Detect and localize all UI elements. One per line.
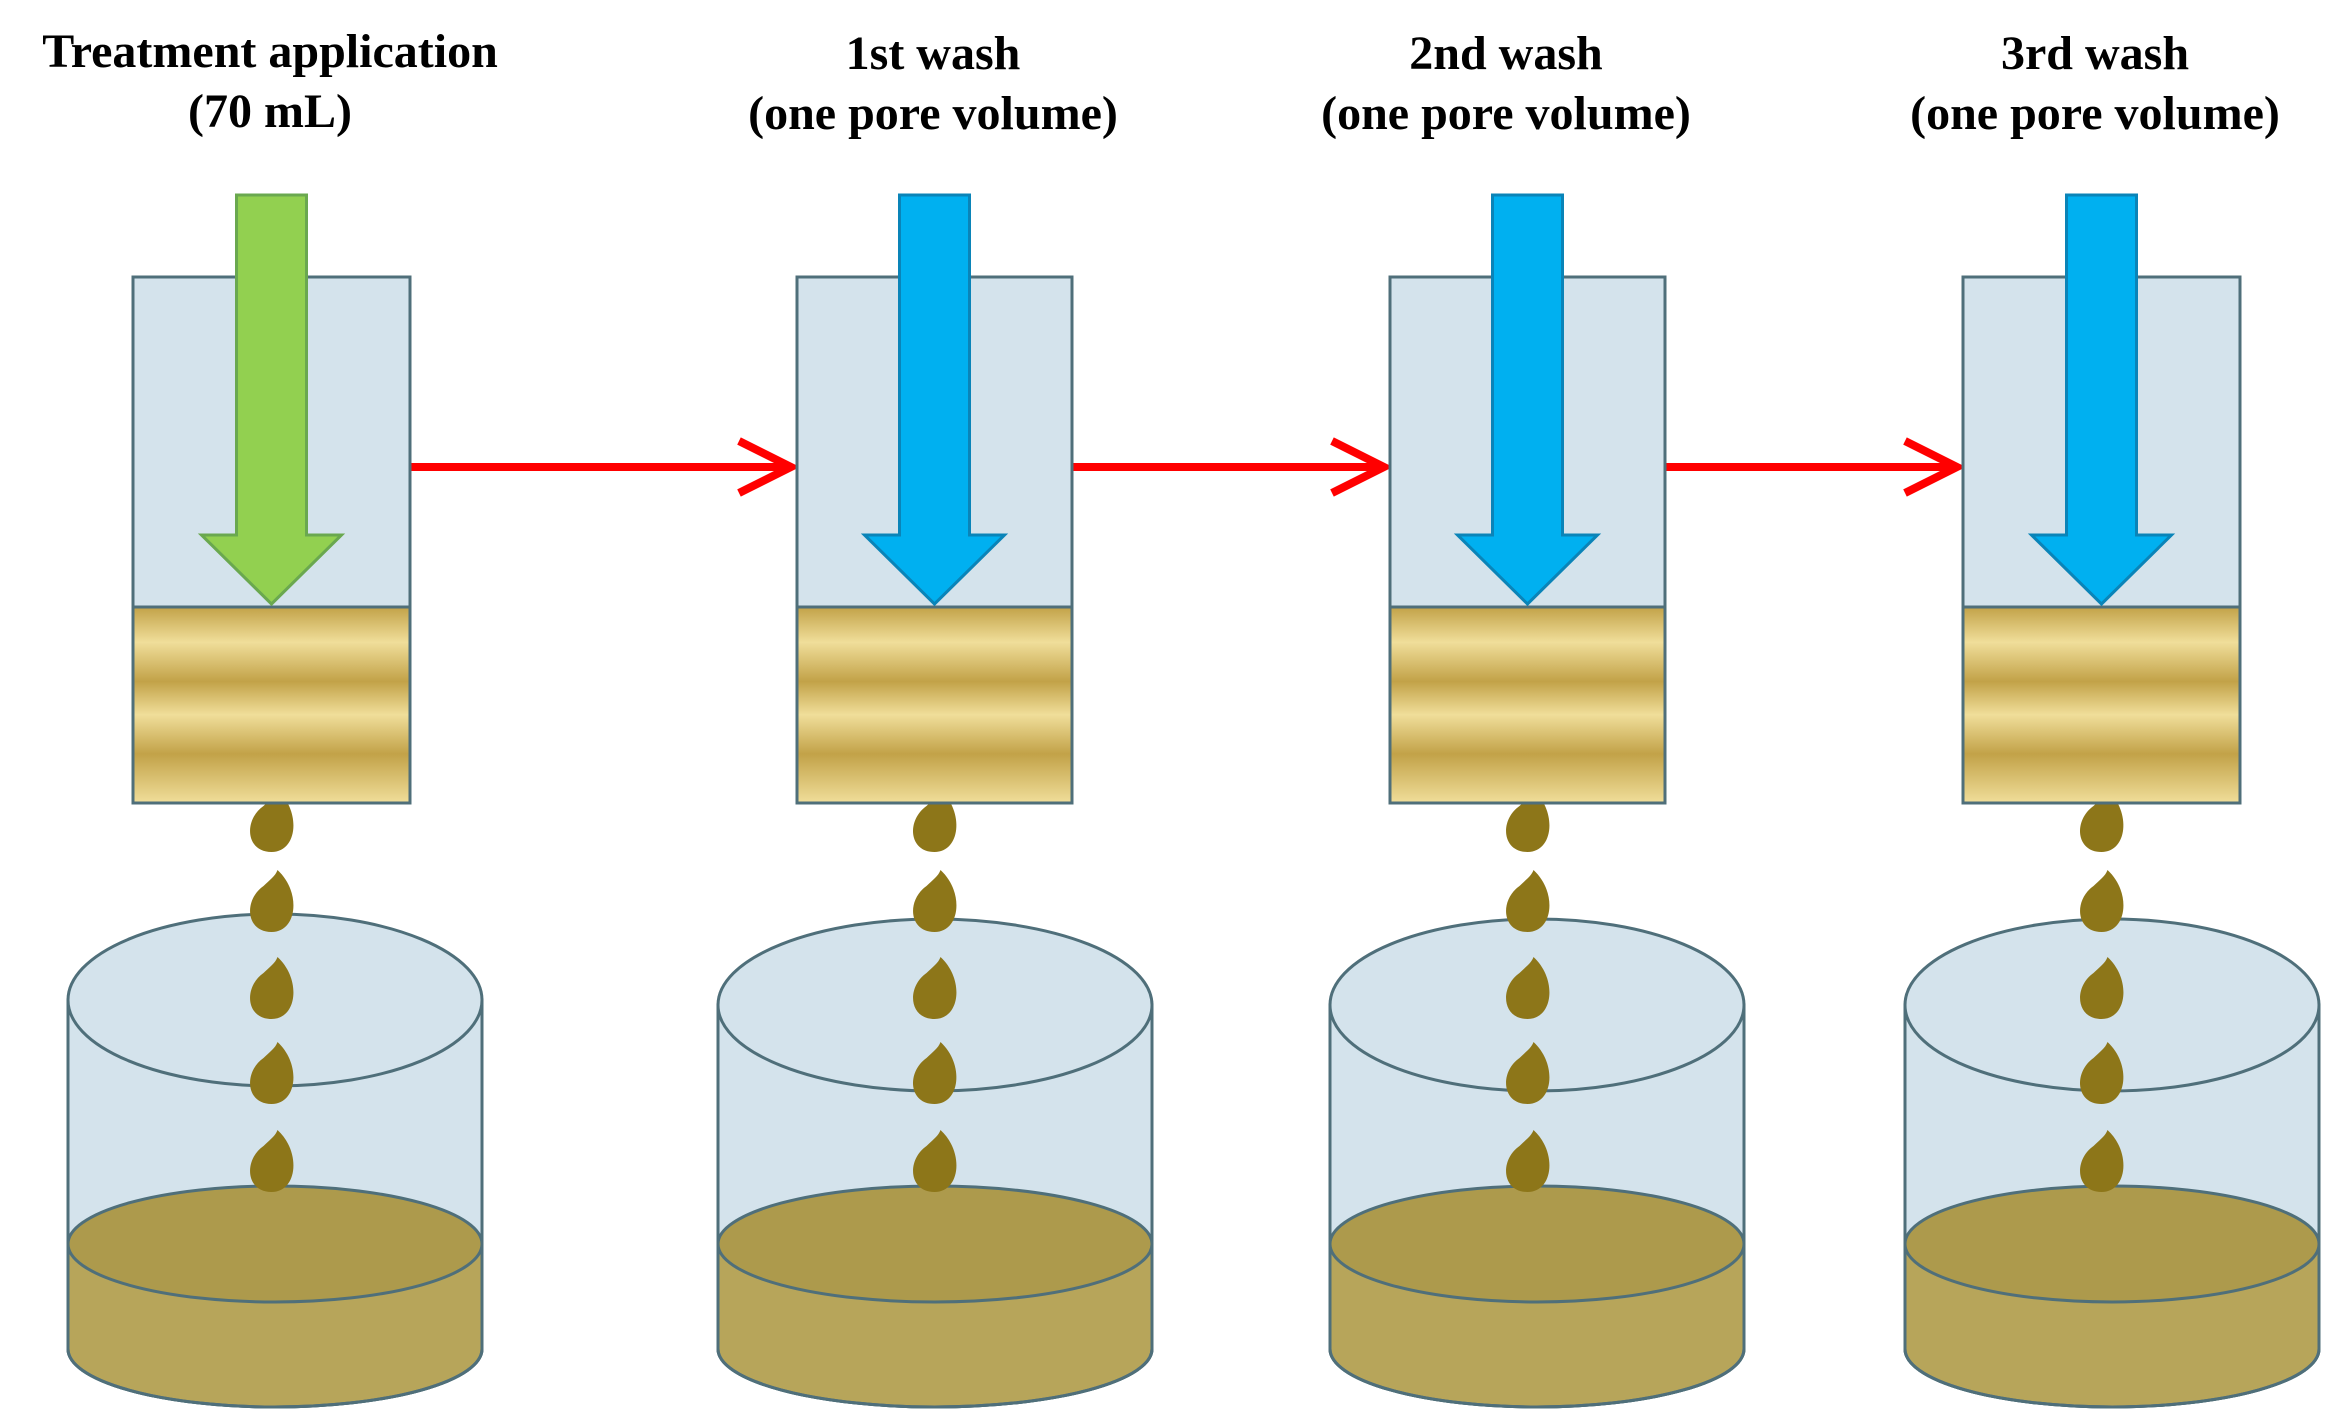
leachate-drop [913,1042,957,1104]
connector-arrowhead [1903,437,1966,497]
soil-core [795,605,1074,805]
leachate-surface [1903,1184,2321,1304]
beaker-base-edge [1903,1348,2321,1409]
leachate-drop [1506,1042,1550,1104]
stage-title-2nd-wash: 2nd wash (one pore volume) [1321,27,1691,140]
connector-arrows [410,437,1966,497]
leachate-drop [2080,1130,2124,1192]
stage-3 [1903,193,2321,1409]
leachate-drop [913,1130,957,1192]
leachate-drop [2080,957,2124,1019]
stage-0 [66,193,484,1409]
leachate-drop [1506,957,1550,1019]
leachate-surface [66,1184,484,1304]
stage-title-3rd-wash: 3rd wash (one pore volume) [1910,27,2280,140]
beaker-base-edge [1328,1348,1746,1409]
connector-arrowhead [737,437,800,497]
leachate-surface [716,1184,1154,1304]
leachate-drop [250,790,294,852]
soil-core [1961,605,2242,805]
leachate-drop [250,1042,294,1104]
leachate-drop [913,870,957,932]
soil-core [131,605,412,805]
leachate-drop [250,870,294,932]
leachate-drop [913,957,957,1019]
input-arrow [2027,193,2176,607]
beaker-base-edge [716,1348,1154,1409]
leachate-drop [2080,1042,2124,1104]
beaker-base-edge [66,1348,484,1409]
input-arrow [197,193,346,607]
soil-core [1388,605,1667,805]
input-arrow [1453,193,1602,607]
leachate-surface [1328,1184,1746,1304]
leachate-drop [2080,790,2124,852]
connector-arrowhead [1330,437,1393,497]
stage-2 [1328,193,1746,1409]
leachate-drop [250,1130,294,1192]
leachate-drop [1506,1130,1550,1192]
leachate-drop [913,790,957,852]
leachate-drop [1506,870,1550,932]
stage-title-treatment: Treatment application (70 mL) [42,25,498,138]
leachate-drop [250,957,294,1019]
leachate-drop [2080,870,2124,932]
leachate-drop [1506,790,1550,852]
input-arrow [860,193,1009,607]
stage-title-1st-wash: 1st wash (one pore volume) [748,27,1118,140]
stage-1 [716,193,1154,1409]
stages [66,193,2321,1409]
